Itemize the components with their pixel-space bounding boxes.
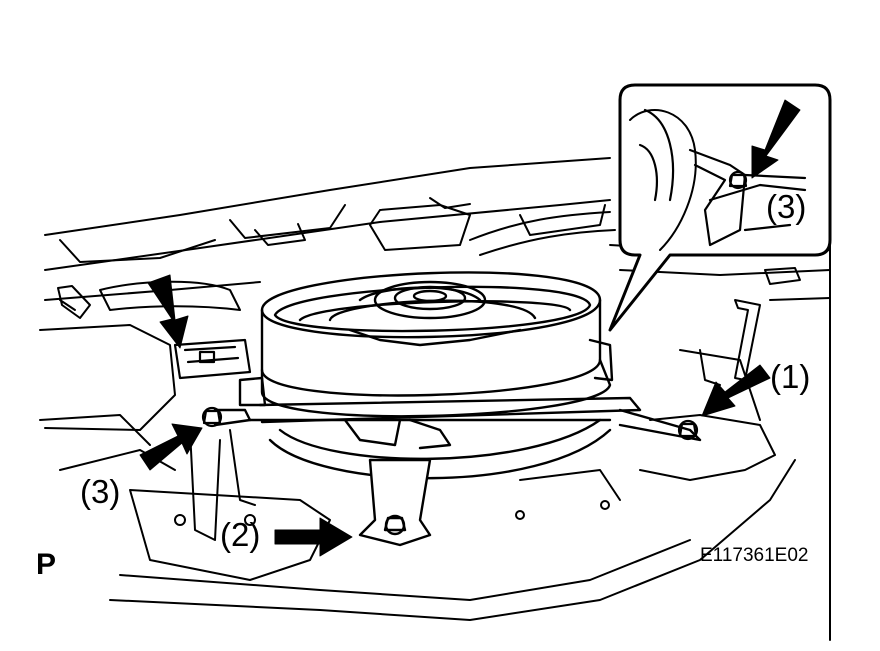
bolt-right bbox=[677, 419, 699, 441]
speaker-unit bbox=[213, 271, 702, 480]
callout-label-1: (1) bbox=[770, 358, 811, 395]
arrow-to-bolt-right bbox=[701, 364, 771, 417]
arrow-to-connector bbox=[147, 274, 189, 349]
arrow-to-bolt-left bbox=[139, 423, 203, 471]
bolt-left bbox=[201, 406, 223, 428]
callout-label-3-left: (3) bbox=[80, 473, 121, 510]
arrow-to-bracket-bolt bbox=[274, 517, 353, 557]
inset-detail-box bbox=[608, 83, 832, 332]
figure-code: E117361E02 bbox=[700, 545, 809, 566]
view-letter: P bbox=[36, 548, 57, 581]
arrow-inset-bolt bbox=[751, 99, 801, 179]
callout-label-2: (2) bbox=[220, 516, 261, 553]
wire-connector bbox=[173, 338, 252, 380]
callout-label-3-inset: (3) bbox=[766, 188, 807, 225]
lower-bracket bbox=[358, 458, 432, 547]
callout-arrows bbox=[139, 99, 801, 557]
